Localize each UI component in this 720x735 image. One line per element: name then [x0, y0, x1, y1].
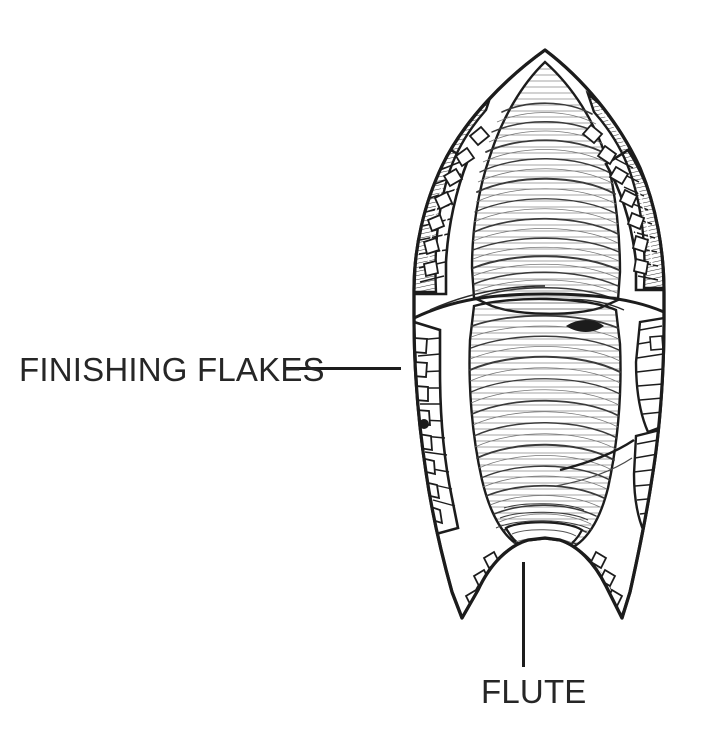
flute-scar-junction [414, 285, 664, 332]
upper-flute-scar [470, 60, 622, 315]
leader-line-horizontal-icon [286, 367, 401, 370]
label-finishing-flakes: FINISHING FLAKES [19, 351, 325, 388]
label-flute: FLUTE [481, 673, 587, 710]
leader-line-vertical-icon [522, 562, 525, 667]
